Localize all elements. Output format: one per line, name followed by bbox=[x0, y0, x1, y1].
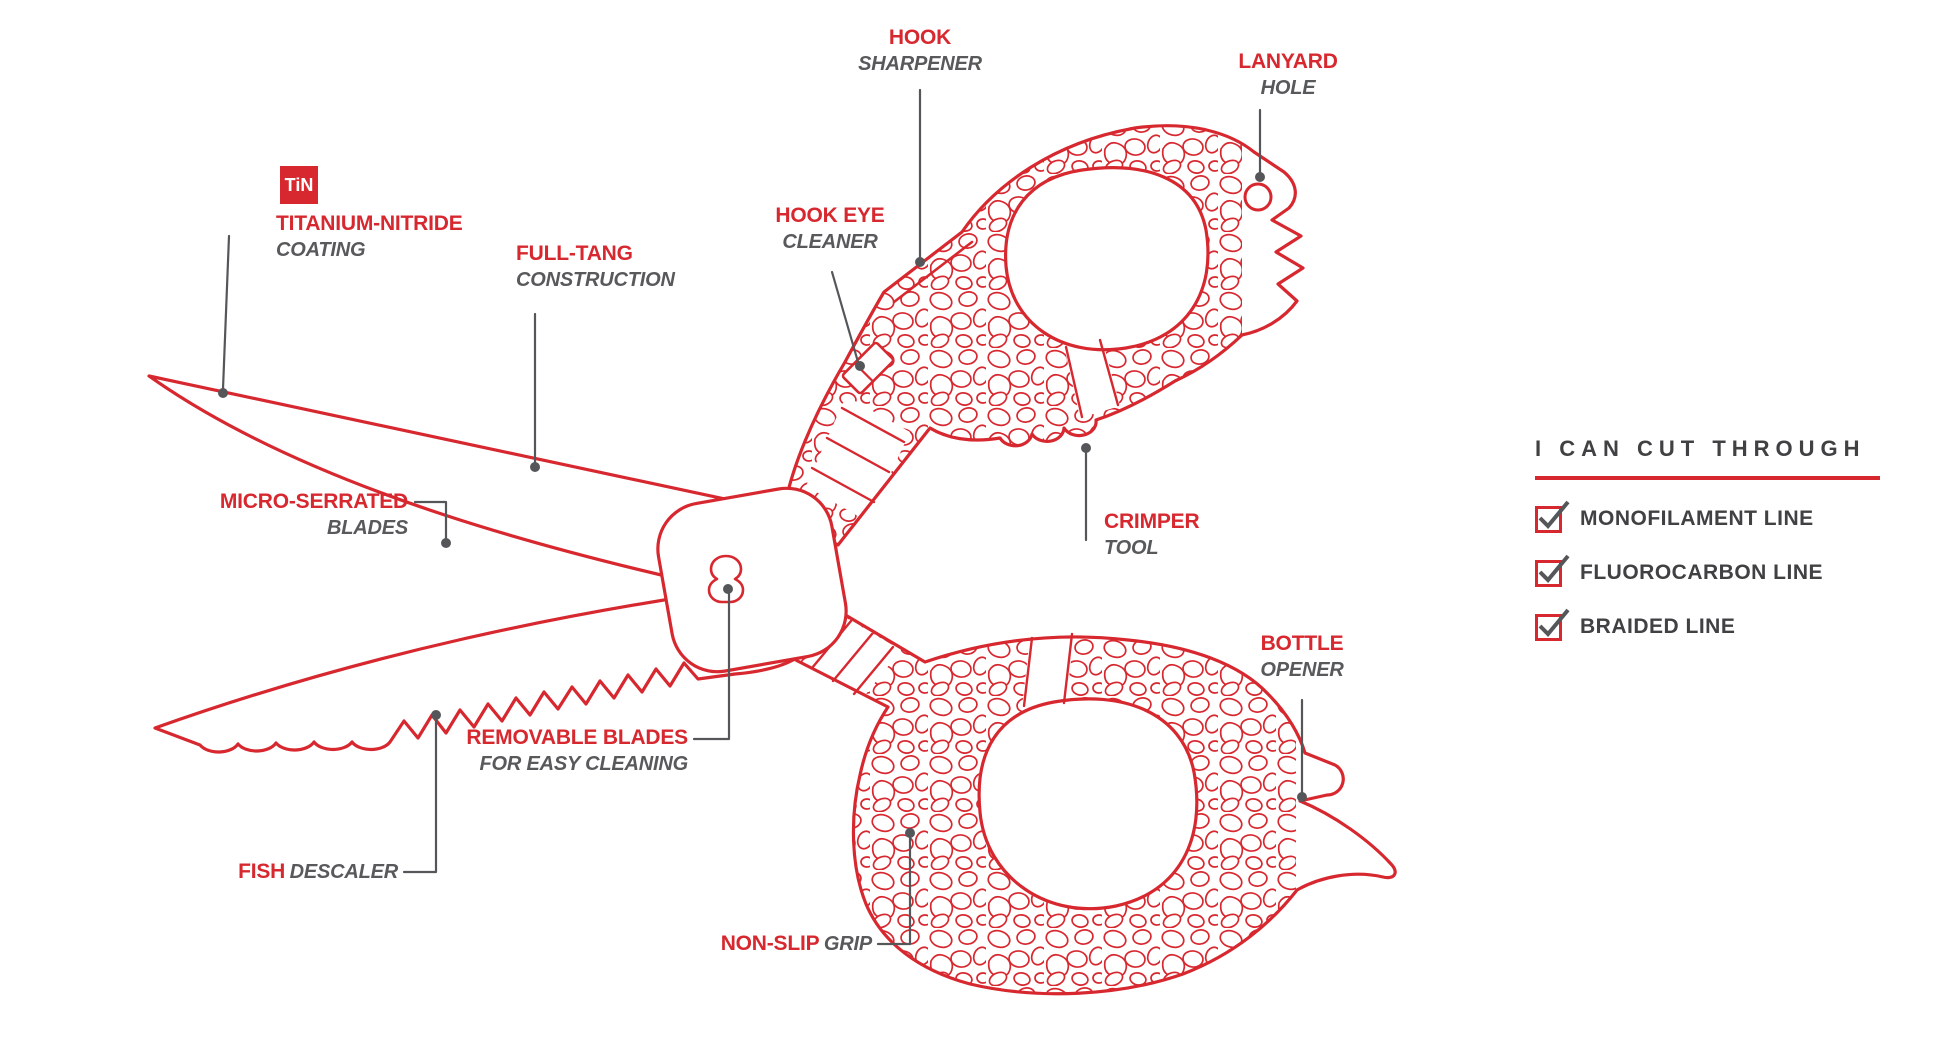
callout-title: CRIMPER bbox=[1104, 510, 1200, 533]
callout-title: NON-SLIP bbox=[720, 932, 820, 955]
callout-title: FISH bbox=[238, 860, 286, 883]
callout-title: REMOVABLE BLADES bbox=[466, 726, 688, 749]
checkbox-icon bbox=[1535, 554, 1570, 587]
callout-full-tang: FULL-TANG CONSTRUCTION bbox=[516, 240, 675, 293]
tin-badge: TiN bbox=[280, 166, 318, 204]
upper-handle bbox=[783, 124, 1330, 547]
callout-connectors bbox=[221, 88, 1304, 946]
callout-removable-blades: REMOVABLE BLADES FOR EASY CLEANING bbox=[408, 724, 688, 777]
callout-subtitle: GRIP bbox=[823, 933, 872, 955]
callout-title: HOOK EYE bbox=[775, 204, 885, 227]
checklist-label: MONOFILAMENT LINE bbox=[1580, 507, 1814, 530]
callout-hook-sharpener: HOOK SHARPENER bbox=[820, 24, 1020, 77]
callout-subtitle: BLADES bbox=[326, 517, 408, 540]
checkmark-icon bbox=[1538, 554, 1570, 583]
handle-bands bbox=[810, 619, 1074, 708]
callout-lanyard-hole: LANYARD HOLE bbox=[1188, 48, 1388, 101]
checkbox-icon bbox=[1535, 500, 1570, 533]
callout-subtitle: OPENER bbox=[1260, 659, 1344, 682]
callout-subtitle: TOOL bbox=[1104, 537, 1159, 560]
callout-title: MICRO-SERRATED bbox=[219, 490, 408, 513]
lanyard-hole-shape bbox=[1243, 182, 1273, 212]
callout-hook-eye-cleaner: HOOK EYE CLEANER bbox=[730, 202, 930, 255]
checklist-label: BRAIDED LINE bbox=[1580, 615, 1736, 638]
callout-subtitle: FOR EASY CLEANING bbox=[479, 753, 689, 776]
checkmark-icon bbox=[1538, 500, 1570, 529]
callout-subtitle: HOLE bbox=[1260, 77, 1316, 100]
checklist-item-fluorocarbon: FLUOROCARBON LINE bbox=[1535, 554, 1885, 588]
checklist-item-monofilament: MONOFILAMENT LINE bbox=[1535, 500, 1885, 534]
checkbox-icon bbox=[1535, 608, 1570, 641]
callout-subtitle: CONSTRUCTION bbox=[516, 269, 675, 292]
callout-title: BOTTLE bbox=[1260, 632, 1344, 655]
hook-sharpener-groove bbox=[892, 240, 974, 304]
callout-title: LANYARD bbox=[1238, 50, 1338, 73]
callout-non-slip-grip: NON-SLIP GRIP bbox=[642, 930, 873, 957]
callout-fish-descaler: FISH DESCALER bbox=[168, 858, 398, 885]
checklist-label: FLUOROCARBON LINE bbox=[1580, 561, 1823, 584]
callout-micro-serrated: MICRO-SERRATED BLADES bbox=[158, 488, 408, 541]
panel-heading: I CAN CUT THROUGH bbox=[1535, 436, 1866, 461]
callout-dots bbox=[218, 172, 1307, 838]
callout-title: FULL-TANG bbox=[516, 242, 633, 265]
callout-title: HOOK bbox=[888, 26, 952, 49]
callout-subtitle: CLEANER bbox=[782, 231, 878, 254]
callout-title: TITANIUM-NITRIDE bbox=[276, 212, 463, 235]
blade-release-knob bbox=[707, 554, 745, 604]
checkmark-icon bbox=[1538, 608, 1570, 637]
pivot-boss bbox=[656, 486, 848, 674]
callout-subtitle: DESCALER bbox=[289, 861, 399, 883]
callout-subtitle: COATING bbox=[276, 239, 366, 262]
cut-through-panel: I CAN CUT THROUGH MONOFILAMENT LINE FLUO… bbox=[1535, 436, 1885, 642]
callout-titanium-nitride: TITANIUM-NITRIDE COATING bbox=[276, 210, 463, 263]
lower-handle bbox=[777, 598, 1410, 996]
callout-crimper-tool: CRIMPER TOOL bbox=[1104, 508, 1200, 561]
panel-rule bbox=[1535, 476, 1880, 480]
handle-bands bbox=[810, 338, 1120, 504]
checklist-item-braided: BRAIDED LINE bbox=[1535, 608, 1885, 642]
callout-subtitle: SHARPENER bbox=[858, 53, 982, 76]
callout-bottle-opener: BOTTLE OPENER bbox=[1202, 630, 1402, 683]
